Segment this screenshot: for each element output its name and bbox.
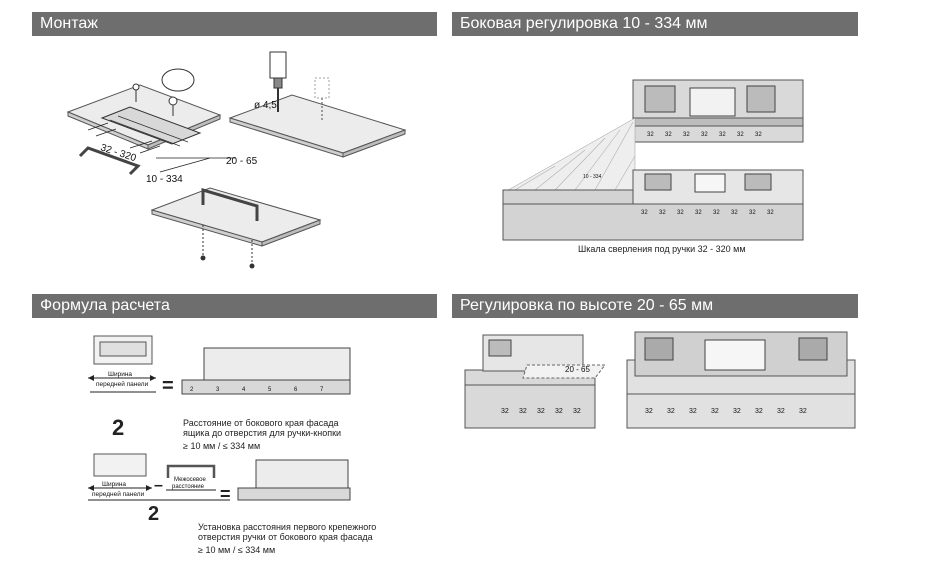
label-diameter: ø 4,5 — [254, 100, 277, 111]
handle-icon — [166, 464, 216, 478]
svg-text:32: 32 — [777, 408, 785, 415]
svg-text:32: 32 — [731, 210, 738, 216]
range-hatch — [502, 117, 636, 197]
distance-text-2: ящика до отверстия для ручки-кнопки — [183, 428, 342, 438]
section-title-mount: Монтаж — [32, 12, 437, 36]
mounted-handle — [201, 187, 259, 221]
height-board-left — [464, 369, 596, 429]
svg-text:3: 3 — [216, 387, 220, 393]
svg-text:32: 32 — [713, 210, 720, 216]
svg-text:32: 32 — [689, 408, 697, 415]
limit-1: ≥ 10 мм / ≤ 334 мм — [183, 441, 261, 451]
svg-text:32: 32 — [733, 408, 741, 415]
install-text-2: отверстия ручки от бокового края фасада — [198, 532, 373, 542]
svg-text:32: 32 — [667, 408, 675, 415]
svg-text:2: 2 — [190, 387, 194, 393]
label-spacing: 32 - 320 — [99, 142, 138, 164]
handle-shape — [78, 146, 141, 176]
drill-icon — [269, 51, 287, 112]
svg-text:передней панели: передней панели — [92, 490, 145, 498]
hand-icon — [161, 68, 195, 92]
ruler-1 — [181, 379, 351, 395]
label-height-range: 20 - 65 — [226, 156, 258, 167]
formula-illustration: Ширина передней панели 2 = 2 3 4 5 6 7 Ш… — [88, 335, 351, 525]
distance-text-1: Расстояние от бокового края фасада — [183, 418, 339, 428]
width-label-1a: Ширина — [108, 371, 132, 378]
svg-text:32: 32 — [555, 408, 563, 415]
svg-text:32: 32 — [695, 210, 702, 216]
svg-text:32: 32 — [755, 132, 762, 138]
svg-text:Ширина: Ширина — [102, 481, 126, 488]
svg-text:32: 32 — [645, 408, 653, 415]
svg-text:32: 32 — [683, 132, 690, 138]
svg-text:32: 32 — [677, 210, 684, 216]
svg-text:4: 4 — [242, 387, 246, 393]
limit-2: ≥ 10 мм / ≤ 334 мм — [198, 545, 276, 555]
height-adjust-illustration: 20 - 65 32 32 32 32 32 32 32 32 32 32 32 32 32 — [464, 331, 856, 429]
svg-text:5: 5 — [268, 387, 272, 393]
svg-text:32: 32 — [659, 210, 666, 216]
label-small-range: 10 - 334 — [583, 174, 602, 180]
equals-2: = — [220, 484, 231, 504]
center-label-1: Межосевое — [174, 477, 206, 483]
svg-text:32: 32 — [701, 132, 708, 138]
drawer-icon-2 — [93, 453, 147, 477]
svg-text:6: 6 — [294, 387, 298, 393]
lower-ticks: 32 32 32 32 32 32 32 32 — [641, 210, 774, 216]
divisor-1: 2 — [112, 415, 124, 440]
minus-sign: – — [154, 477, 163, 494]
svg-text:32: 32 — [755, 408, 763, 415]
jig-plate — [100, 106, 202, 145]
drill-ghost-icon — [314, 77, 330, 122]
svg-text:32: 32 — [799, 408, 807, 415]
label-side-range: 10 - 334 — [146, 174, 183, 185]
svg-text:32: 32 — [719, 132, 726, 138]
svg-text:32: 32 — [537, 408, 545, 415]
svg-text:32: 32 — [641, 210, 648, 216]
svg-text:32: 32 — [647, 132, 654, 138]
width-label-1b: передней панели — [96, 380, 149, 388]
svg-text:32: 32 — [749, 210, 756, 216]
section-title-height-adjust: Регулировка по высоте 20 - 65 мм — [452, 294, 858, 318]
divisor-2: 2 — [148, 503, 159, 525]
upper-ticks: 32 32 32 32 32 32 32 — [647, 132, 762, 138]
label-height-range: 20 - 65 — [565, 365, 590, 374]
svg-text:32: 32 — [767, 210, 774, 216]
svg-text:32: 32 — [501, 408, 509, 415]
svg-text:32: 32 — [573, 408, 581, 415]
height-right-ticks: 32 32 32 32 32 32 32 32 — [645, 408, 807, 415]
section-title-formula: Формула расчета — [32, 294, 437, 318]
svg-text:32: 32 — [665, 132, 672, 138]
mount-illustration: 32 - 320 20 - 65 10 - 334 ø 4,5 — [66, 51, 407, 269]
ruler-2 — [237, 487, 351, 501]
section-title-side-adjust: Боковая регулировка 10 - 334 мм — [452, 12, 858, 36]
center-label-2: расстояние — [172, 484, 205, 490]
svg-text:7: 7 — [320, 387, 324, 393]
scale-caption: Шкала сверления под ручки 32 - 320 мм — [578, 244, 746, 254]
equals-1: = — [162, 375, 174, 397]
svg-text:32: 32 — [519, 408, 527, 415]
svg-text:32: 32 — [737, 132, 744, 138]
height-left-ticks: 32 32 32 32 32 — [501, 408, 581, 415]
svg-text:32: 32 — [711, 408, 719, 415]
install-text-1: Установка расстояния первого крепежного — [198, 522, 377, 532]
